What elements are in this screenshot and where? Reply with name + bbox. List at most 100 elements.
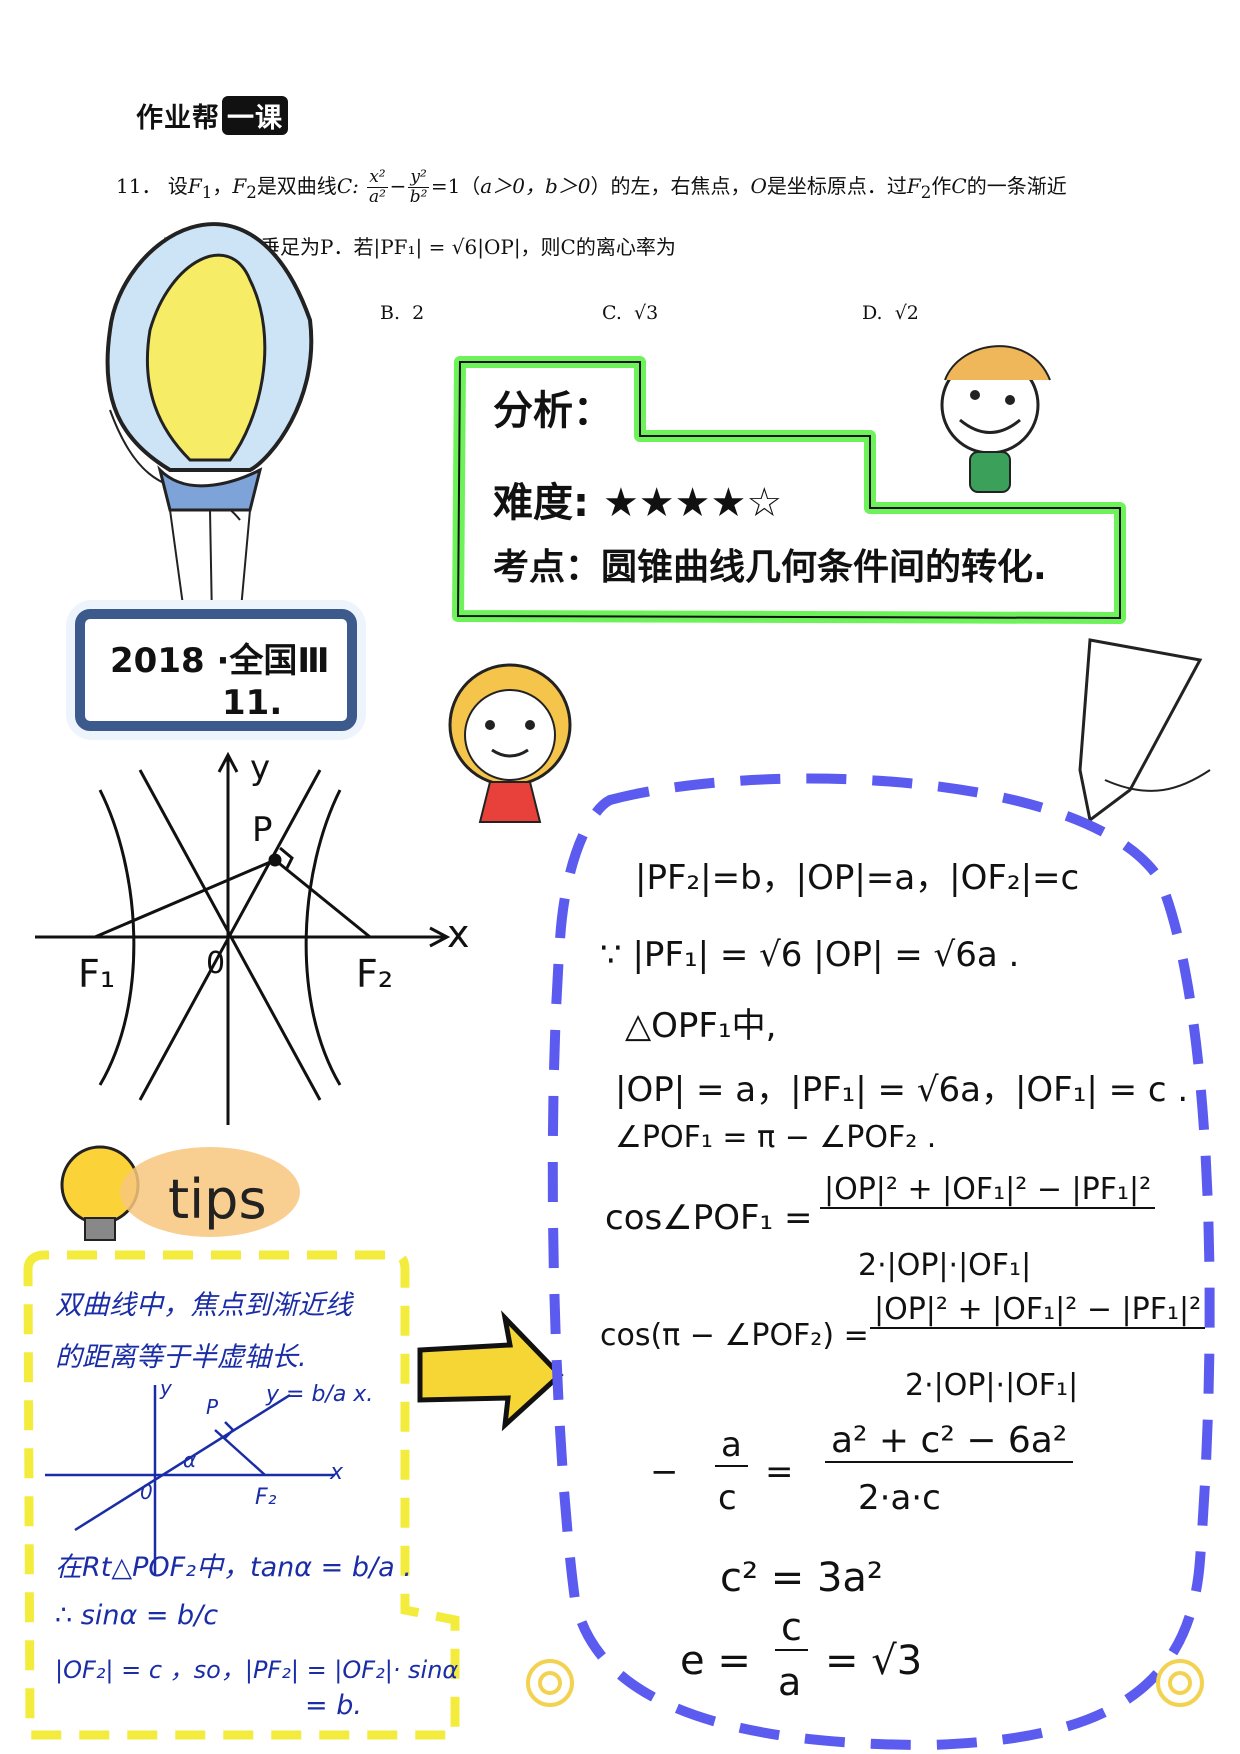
curve-c: C <box>951 174 967 198</box>
mini-f2-label: F₂ <box>255 1485 277 1510</box>
solution-line-10-den: a <box>778 1660 802 1704</box>
source-year: 2018 ·全国Ⅲ <box>110 641 330 681</box>
condition: a＞0，b＞0 <box>480 174 591 198</box>
graph-f2-label: F₂ <box>356 952 394 996</box>
tips-badge <box>120 1147 300 1237</box>
sun-icon <box>526 1659 1204 1707</box>
text: ）的左，右焦点， <box>590 174 751 198</box>
tips-line-1: 双曲线中，焦点到渐近线 <box>55 1290 352 1321</box>
graph-y-label: y <box>250 748 271 788</box>
solution-line-6-den: 2·|OP|·|OF₁| <box>858 1248 1032 1283</box>
difficulty-label: 难度: <box>493 480 589 526</box>
hyperbola-graph <box>35 751 451 1125</box>
solution-line-7-num: |OP|² + |OF₁|² − |PF₁|² <box>870 1292 1206 1329</box>
solution-line-8-minus: − <box>650 1452 679 1492</box>
sub: 2 <box>920 183 932 202</box>
solution-line-8-left-num: a <box>715 1425 748 1467</box>
brand-logo: 作业帮一课 <box>136 96 288 135</box>
tips-line-6: = b. <box>305 1690 362 1721</box>
balloon-icon <box>105 222 314 621</box>
analysis-title: 分析： <box>493 388 613 434</box>
solution-line-8-left-den: c <box>718 1478 737 1518</box>
text: 作 <box>931 174 952 198</box>
den: a² <box>368 187 386 207</box>
solution-line-7-left: cos(π − ∠POF₂) = <box>600 1318 869 1353</box>
text: 设 <box>167 174 188 198</box>
mini-y-label: y <box>160 1376 172 1400</box>
solution-line-8-right-den: 2·a·c <box>858 1478 941 1518</box>
pencil-icon <box>1078 638 1211 823</box>
tips-frame <box>23 1250 460 1740</box>
solution-line-10-left: e = <box>680 1638 751 1684</box>
option-d[interactable]: D. √2 <box>862 302 919 324</box>
mini-p-label: P <box>206 1395 219 1419</box>
star-rating: ★★★★☆ <box>602 480 783 526</box>
solution-line-9: c² = 3a² <box>720 1555 883 1601</box>
f2: F <box>232 174 247 198</box>
option-letter: B. <box>380 302 401 324</box>
origin: O <box>750 174 767 198</box>
solution-line-7-den: 2·|OP|·|OF₁| <box>905 1368 1079 1403</box>
text: 的一条渐近 <box>966 174 1067 198</box>
solution-line-8-eq: = <box>765 1452 794 1492</box>
option-b[interactable]: B. 2 <box>380 302 424 324</box>
question-number: 11． <box>116 174 162 198</box>
solution-line-10-num: c <box>775 1605 808 1651</box>
text: ， <box>212 174 233 198</box>
option-value: √2 <box>894 302 919 324</box>
tips-line-5: |OF₂| = c ，so，|PF₂| = |OF₂|· sinα <box>55 1656 459 1684</box>
solution-line-2: ∵ |PF₁| = √6 |OP| = √6a . <box>600 935 1020 975</box>
mini-x-label: x <box>330 1460 344 1485</box>
solution-line-3: △OPF₁中, <box>625 1006 777 1046</box>
mini-asymptote-label: y = b/a x. <box>266 1382 374 1407</box>
source-box <box>66 600 366 740</box>
option-value: 2 <box>412 302 425 324</box>
num: x² <box>367 167 388 188</box>
tips-mini-graph <box>45 1385 335 1575</box>
curve-name: C: <box>336 174 359 198</box>
option-c[interactable]: C. √3 <box>602 302 658 324</box>
tips-label: tips <box>168 1168 267 1231</box>
solution-line-5: ∠POF₁ = π − ∠POF₂ . <box>615 1120 937 1155</box>
solution-line-10-right: = √3 <box>825 1638 923 1684</box>
tips-line-4: ∴ sinα = b/c <box>55 1600 219 1631</box>
graph-x-label: x <box>447 912 470 956</box>
option-value: √3 <box>634 302 659 324</box>
tips-line-3: 在Rt△POF₂中，tanα = b/a . <box>55 1552 412 1583</box>
topic-text: 考点：圆锥曲线几何条件间的转化. <box>493 547 1047 588</box>
girl-icon <box>448 663 572 823</box>
f2: F <box>906 174 921 198</box>
sub: 2 <box>246 183 257 202</box>
solution-line-8-right-num: a² + c² − 6a² <box>825 1420 1074 1463</box>
solution-line-6-left: cos∠POF₁ = <box>605 1198 813 1238</box>
f1: F <box>187 174 202 198</box>
den: b² <box>409 187 428 207</box>
text: =1（ <box>430 174 481 198</box>
solution-line-6-num: |OP|² + |OF₁|² − |PF₁|² <box>820 1172 1156 1209</box>
solution-line-4: |OP| = a，|PF₁| = √6a，|OF₁| = c . <box>615 1070 1189 1110</box>
minus: − <box>389 174 407 198</box>
option-letter: D. <box>862 302 883 324</box>
mini-alpha-label: α <box>183 1448 197 1472</box>
boy-icon <box>940 345 1051 493</box>
tips-line-2: 的距离等于半虚轴长. <box>55 1342 307 1373</box>
graph-f1-label: F₁ <box>78 952 116 996</box>
difficulty-row: 难度: ★★★★☆ <box>493 470 782 528</box>
arrow-right-icon <box>417 1310 564 1432</box>
brand-suffix: 一课 <box>222 96 288 135</box>
graph-p-label: P <box>252 810 273 850</box>
text: 是坐标原点．过 <box>766 174 907 198</box>
text: 是双曲线 <box>256 174 337 198</box>
analysis-box: 分析： 难度: ★★★★☆ 考点：圆锥曲线几何条件间的转化. <box>455 360 1125 630</box>
sub: 1 <box>201 183 213 202</box>
num: y² <box>408 167 429 188</box>
graph-origin-label: 0 <box>206 946 226 981</box>
solution-frame <box>547 773 1215 1751</box>
brand-name: 作业帮 <box>136 103 220 134</box>
mini-origin-label: 0 <box>140 1480 153 1504</box>
solution-line-1: |PF₂|=b，|OP|=a，|OF₂|=c <box>635 858 1080 898</box>
option-letter: C. <box>602 302 622 324</box>
